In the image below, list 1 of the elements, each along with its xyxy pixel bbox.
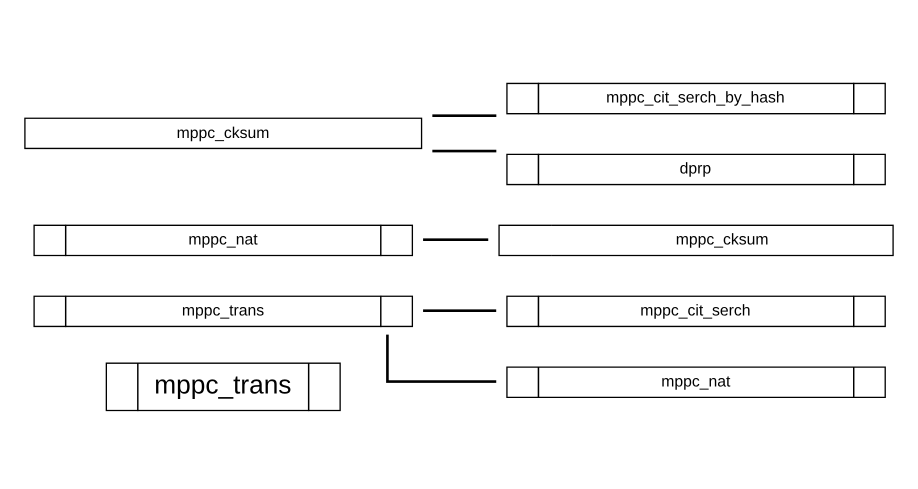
node-text: mppc_cksum: [676, 230, 768, 248]
